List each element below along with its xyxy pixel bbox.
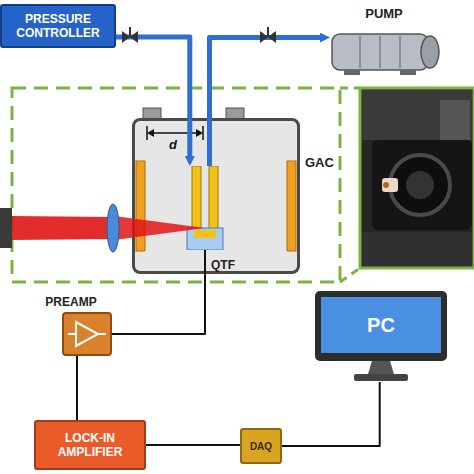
zoom-frame	[12, 88, 340, 282]
pump: PUMP	[326, 2, 442, 76]
monitor-screen	[321, 297, 441, 353]
photo-detail	[406, 171, 434, 199]
dimension-arrow	[147, 129, 154, 137]
valve-stem	[129, 27, 131, 37]
photo-detail	[372, 140, 472, 230]
dimension-tick	[146, 126, 148, 140]
valve-stem	[267, 27, 269, 37]
dimension-label: d	[169, 137, 177, 152]
daq-box: DAQ	[240, 428, 282, 464]
laser-source	[0, 208, 12, 248]
zoom-line	[340, 87, 360, 90]
cell-label: GAC	[305, 155, 334, 170]
pump-foot	[344, 70, 360, 75]
photo-detail	[362, 232, 472, 266]
laser-beam	[12, 216, 112, 240]
lens	[107, 204, 119, 252]
monitor-bezel	[315, 291, 447, 361]
gas-tube	[116, 37, 190, 157]
dimension-tick	[202, 126, 204, 140]
fork-prong	[192, 166, 201, 234]
signal-wire	[146, 444, 240, 446]
pump-label: PUMP	[326, 2, 442, 24]
gas-cell: GACQTFd	[132, 118, 300, 274]
signal-wire	[282, 382, 380, 446]
box-label: DAQ	[242, 430, 280, 462]
amplifier-symbol	[98, 333, 106, 335]
pump-cylinder	[332, 34, 428, 70]
amplifier-symbol	[68, 333, 76, 335]
cell-window	[287, 161, 296, 251]
preamp-body	[63, 313, 111, 355]
pump-body	[330, 28, 442, 76]
tuning-fork-node: QTF	[185, 166, 265, 274]
pump-fin	[359, 36, 361, 68]
monitor-stand	[368, 361, 394, 374]
box-label: PRESSURE CONTROLLER	[2, 6, 114, 46]
fork-base	[187, 228, 223, 250]
gas-tube	[210, 38, 322, 166]
fork-pad	[194, 230, 216, 238]
pc-label: PC	[321, 297, 441, 353]
amplifier-symbol	[76, 322, 98, 346]
box-label: LOCK-IN AMPLIFIER	[36, 422, 144, 468]
monitor	[314, 290, 448, 382]
signal-wire	[76, 356, 78, 420]
preamp: PREAMP	[28, 294, 114, 358]
photo-detail	[382, 178, 398, 192]
pump-cap	[421, 36, 439, 68]
focused-beam	[114, 216, 205, 240]
lock-in-box: LOCK-IN AMPLIFIER	[34, 420, 146, 470]
signal-wire	[112, 250, 205, 334]
cell-window	[136, 161, 145, 251]
preamp-label: PREAMP	[28, 294, 114, 310]
monitor-base	[354, 374, 408, 381]
pump-fin	[379, 36, 381, 68]
dimension-arrow	[196, 129, 203, 137]
pump-fin	[399, 36, 401, 68]
controller-box: PRESSURE CONTROLLER	[0, 4, 116, 48]
fork-prong	[209, 166, 218, 234]
pc-monitor: PC	[314, 290, 448, 382]
photo-detail	[390, 155, 450, 215]
photo-detail	[362, 90, 472, 140]
photo-inset	[360, 88, 474, 268]
preamp-box	[62, 312, 112, 356]
tuning-fork	[185, 166, 225, 250]
pump-foot	[400, 70, 416, 75]
photo-detail	[383, 182, 389, 188]
zoom-line	[340, 268, 360, 282]
fork-label: QTF	[211, 258, 235, 272]
photo-detail	[440, 100, 470, 140]
